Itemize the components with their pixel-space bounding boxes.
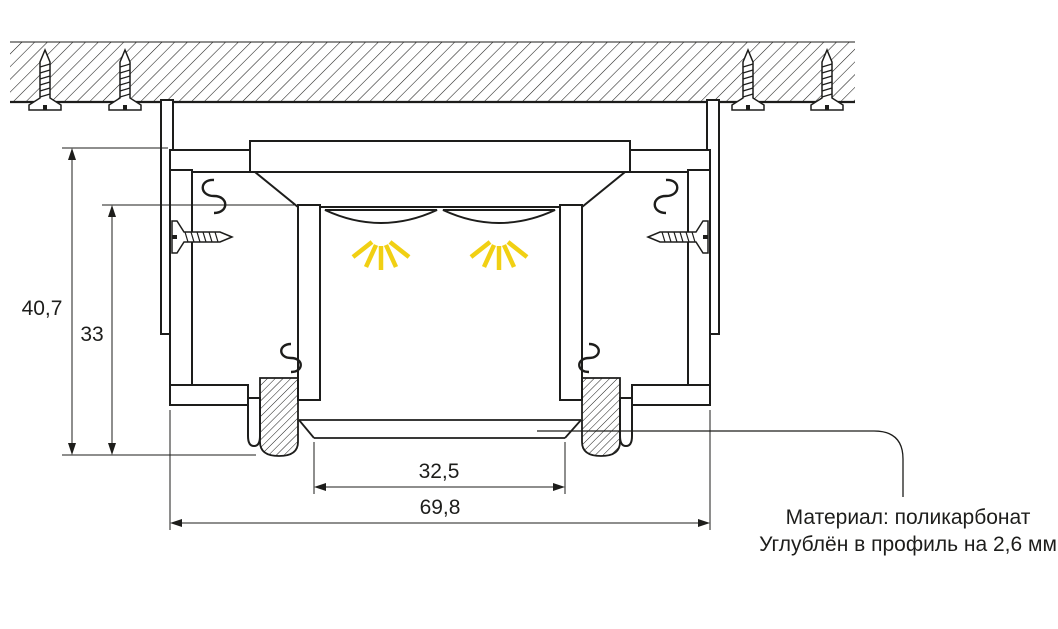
bottom-flange-left — [169, 384, 249, 406]
dimension-arrow — [68, 148, 76, 160]
diffuser-lip-right — [619, 397, 633, 448]
callout-leader-line — [537, 430, 904, 497]
dimension-arrow — [314, 483, 326, 491]
dimension-arrow — [108, 443, 116, 455]
led-lens-left — [324, 209, 438, 224]
led-lens-right — [442, 209, 556, 224]
light-ray — [351, 240, 374, 259]
light-ray — [501, 244, 517, 268]
diffuser — [298, 419, 582, 439]
dimension-label: 33 — [80, 323, 103, 346]
dimension-label: 69,8 — [420, 496, 461, 519]
channel-wall-left — [297, 204, 321, 401]
dimension-arrow — [698, 519, 710, 527]
diffuser-chamfer-right — [564, 419, 582, 439]
top-flange-left — [169, 149, 256, 173]
gasket-left — [259, 377, 299, 457]
diffuser-lip-left — [247, 397, 261, 448]
dimension-inner-height: 33 — [80, 204, 296, 455]
dimension-arrow — [553, 483, 565, 491]
spring-clip-top-right — [653, 178, 679, 215]
dimension-label: 40,7 — [22, 297, 63, 320]
dimension-diffuser-width: 32,5 — [313, 442, 566, 494]
light-ray — [383, 244, 399, 268]
material-callout: Материал: поликарбонат Углублён в профил… — [537, 430, 1057, 556]
top-flange-right — [624, 149, 711, 173]
ceiling-hatch — [10, 42, 855, 102]
light-ray — [363, 244, 379, 268]
ceiling — [10, 41, 855, 104]
callout-text-line2: Углублён в профиль на 2,6 мм — [759, 533, 1057, 556]
retainer-clip-bottom-left — [280, 342, 302, 374]
dimension-arrow — [68, 443, 76, 455]
bottom-flange-right — [631, 384, 711, 406]
light-ray — [506, 240, 529, 259]
light-ray — [481, 244, 497, 268]
top-flange-center — [249, 140, 631, 173]
light-ray — [388, 240, 411, 259]
dimension-arrow — [108, 205, 116, 217]
callout-text-line1: Материал: поликарбонат — [786, 506, 1031, 529]
dimension-label: 32,5 — [419, 460, 460, 483]
retainer-clip-bottom-right — [578, 342, 600, 374]
outer-wall-right — [687, 169, 711, 406]
gasket-right — [581, 377, 621, 457]
diffuser-chamfer-left — [298, 419, 315, 439]
dimension-outer-width: 69,8 — [169, 410, 711, 530]
spring-clip-top-left — [201, 178, 227, 215]
light-rays — [351, 240, 529, 270]
channel-wall-right — [559, 204, 583, 401]
profile-body — [169, 140, 711, 448]
channel-shoulder — [252, 171, 628, 208]
dimension-outer-height: 40,7 — [22, 147, 256, 456]
light-ray — [469, 240, 492, 259]
dimension-arrow — [170, 519, 182, 527]
